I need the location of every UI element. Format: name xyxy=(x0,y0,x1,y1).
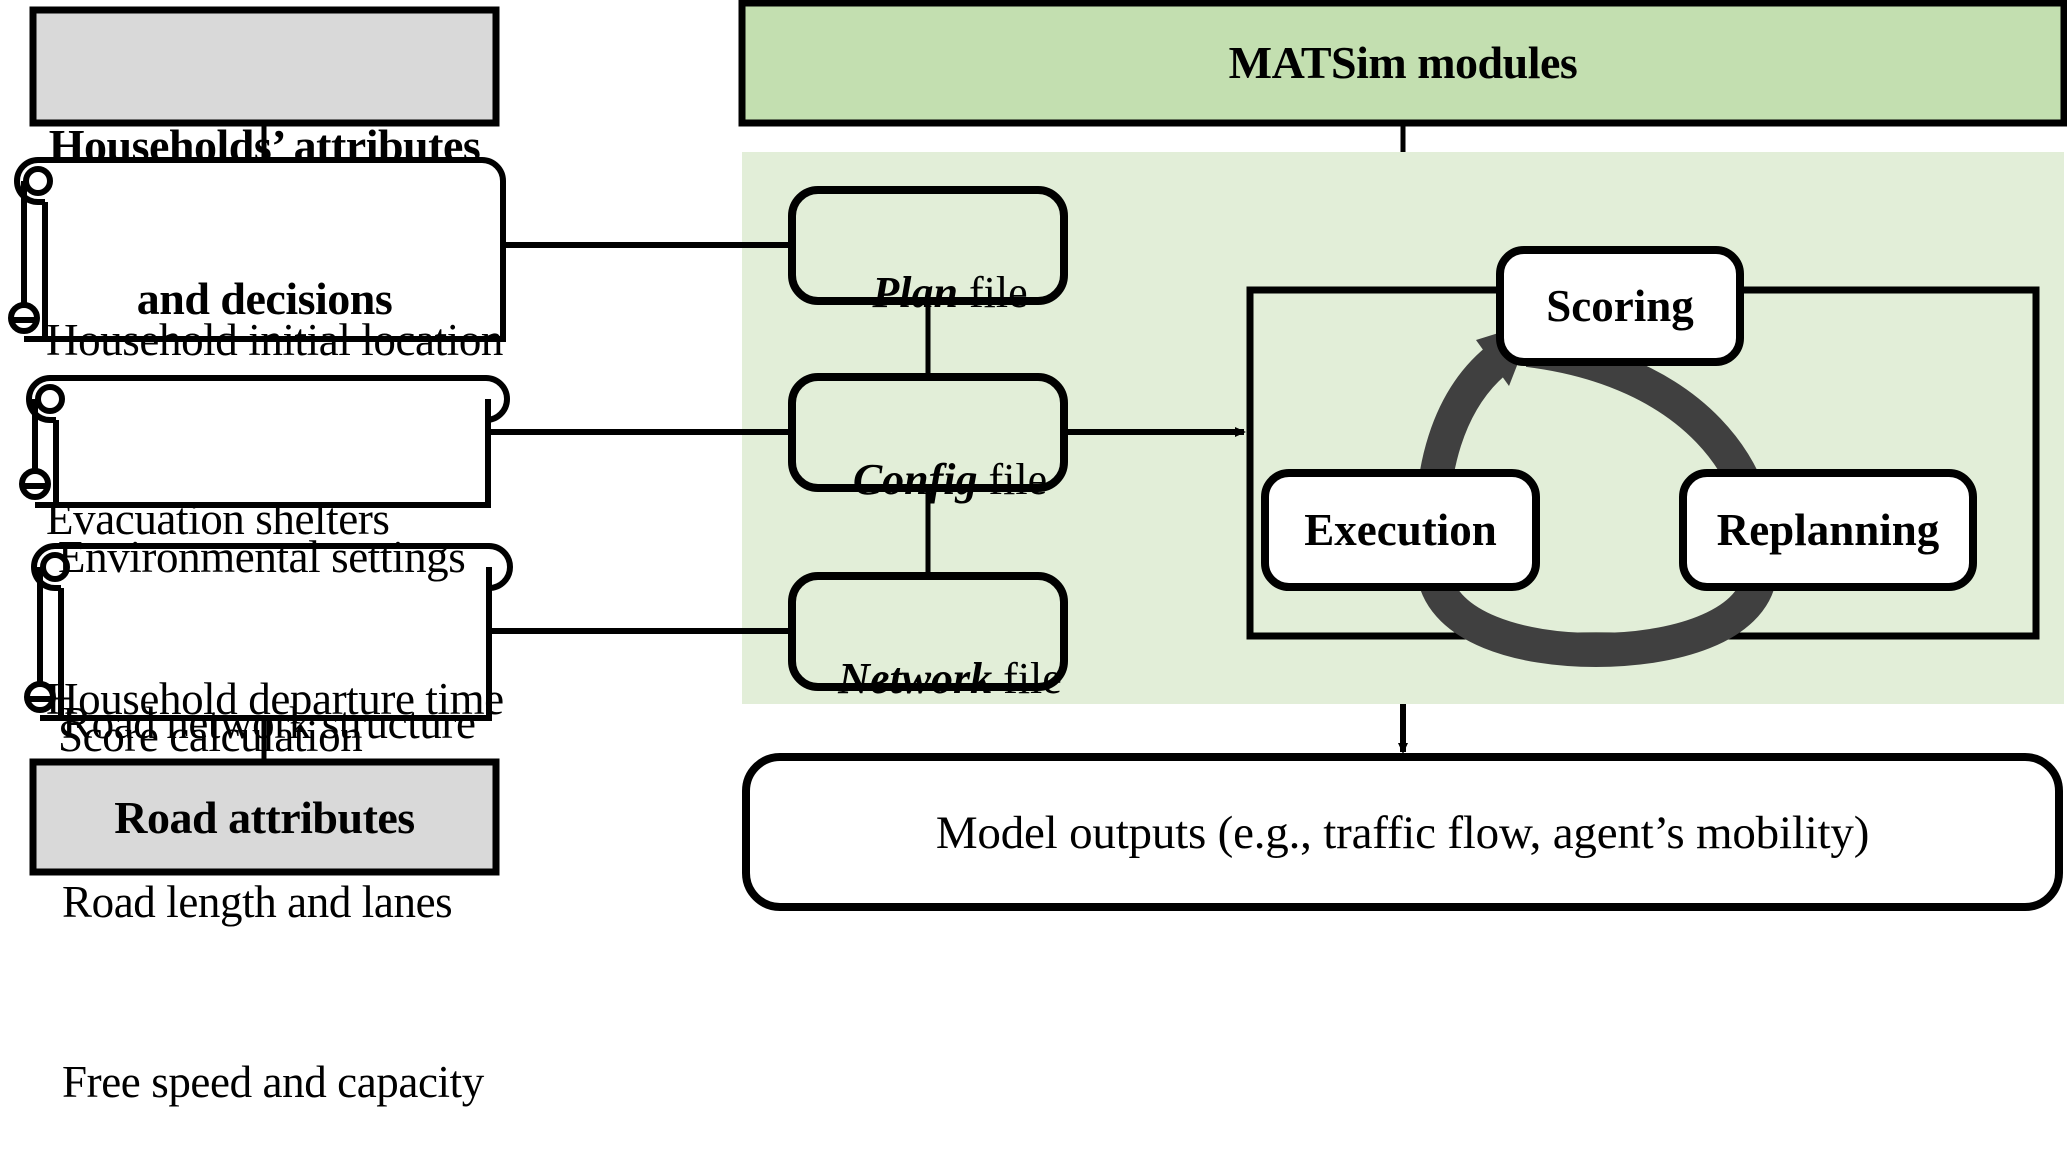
scoring-node-rect[interactable] xyxy=(1496,246,1744,366)
matsim-modules-header-rect xyxy=(738,0,2067,127)
scroll-household xyxy=(8,157,506,342)
model-outputs-rect xyxy=(742,753,2063,911)
plan-file-rect[interactable] xyxy=(788,186,1068,305)
execution-node-rect[interactable] xyxy=(1261,469,1540,591)
road-attributes-rect xyxy=(29,758,500,876)
network-file-rect[interactable] xyxy=(788,572,1068,691)
households-header-rect xyxy=(29,6,500,127)
scroll-environment xyxy=(19,375,510,508)
scroll-road-network xyxy=(24,543,513,721)
config-file-rect[interactable] xyxy=(788,373,1068,492)
replanning-node-rect[interactable] xyxy=(1679,469,1977,591)
